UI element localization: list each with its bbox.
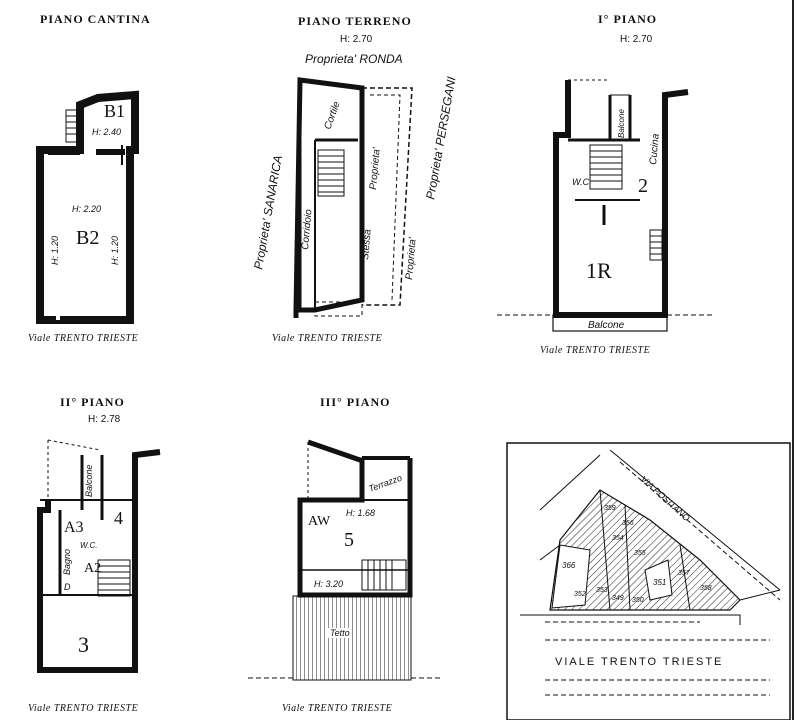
street-label-terzo: Viale TRENTO TRIESTE (282, 703, 393, 714)
terzo-aw: AW (308, 514, 331, 529)
map-label-358: 358 (700, 585, 712, 592)
terreno-stessa: Stessa (360, 228, 374, 260)
height-b1: H: 2.40 (92, 127, 121, 137)
terreno-proprieta-2: Proprieta' (404, 236, 419, 280)
sheet-right-border (792, 0, 794, 720)
secondo-d: D (64, 582, 71, 592)
map-parcel-351 (644, 559, 673, 601)
map-label-353: 353 (596, 587, 608, 594)
title-piano-cantina: PIANO CANTINA (40, 12, 151, 26)
terreno-stair (317, 149, 345, 197)
map-label-355: 355 (634, 550, 646, 557)
map-label-351: 351 (653, 578, 666, 587)
map-parcel-366 (551, 544, 591, 609)
street-label-primo: Viale TRENTO TRIESTE (540, 345, 651, 356)
side-height-right: H: 1.20 (110, 236, 120, 265)
primo-stair (589, 144, 663, 261)
plan-terzo: Terrazzo H: 1.68 H: 3.20 Tetto AW 5 (248, 439, 440, 681)
street-label-cantina: Viale TRENTO TRIESTE (28, 333, 139, 344)
secondo-room-4: 4 (114, 508, 123, 528)
primo-room-2: 2 (638, 175, 648, 197)
terzo-room-5: 5 (344, 529, 354, 551)
secondo-room-a2: A2 (84, 561, 101, 576)
primo-balcone-bottom: Balcone (588, 320, 625, 331)
map-parcels-block (549, 489, 741, 611)
terreno-top-label: Proprieta' RONDA (305, 52, 403, 66)
map-label-352: 352 (574, 591, 586, 598)
plan-secondo: Balcone Bagno W.C. D A3 4 3 A2 (37, 439, 161, 673)
terzo-tetto: Tetto (330, 628, 350, 638)
primo-balcony (552, 314, 668, 332)
map-label-359: 359 (604, 505, 616, 512)
map-label-350: 350 (632, 597, 644, 604)
terzo-stair (361, 559, 407, 591)
terreno-left-label: Proprieta' SANARICA (251, 154, 285, 270)
secondo-room-a3: A3 (64, 519, 84, 536)
cantina-stair (65, 109, 83, 143)
terreno-proprieta-1: Proprieta' (368, 146, 383, 190)
map-label-349: 349 (612, 595, 624, 602)
height-piano-terreno: H: 2.70 (340, 34, 373, 45)
side-height-left: H: 1.20 (50, 236, 60, 265)
terreno-cortile: Cortile (322, 100, 342, 131)
plan-cantina: B1 H: 2.40 H: 2.20 B2 H: 1.20 H: 1.20 (36, 90, 139, 324)
plan-terreno: Proprieta' RONDA Proprieta' SANARICA Pro… (251, 52, 459, 318)
secondo-room-3: 3 (78, 632, 89, 657)
secondo-bagno: Bagno (62, 549, 72, 575)
terreno-right-label: Proprieta' PERSEGANI (423, 75, 458, 201)
terzo-terrazzo: Terrazzo (367, 473, 403, 494)
terreno-corridoio: Corridoio (300, 208, 315, 250)
cantina-walls (36, 90, 139, 324)
terzo-h320: H: 3.20 (314, 579, 343, 589)
title-terzo-piano: III° PIANO (320, 395, 391, 409)
map-label-356: 356 (622, 520, 634, 527)
plan-primo: Balcone Cucina W.C. Balcone 1R 2 (497, 79, 712, 332)
height-b2: H: 2.20 (72, 204, 101, 214)
map-label-357: 357 (678, 570, 691, 577)
terreno-walls (293, 77, 365, 313)
primo-wc: W.C. (572, 177, 592, 187)
street-label-terreno: Viale TRENTO TRIESTE (272, 333, 383, 344)
secondo-stair (97, 559, 131, 597)
title-piano-terreno: PIANO TERRENO (298, 14, 412, 28)
title-secondo-piano: II° PIANO (60, 395, 125, 409)
primo-balcone-top: Balcone (617, 109, 626, 138)
primo-room-1r: 1R (586, 258, 612, 283)
height-secondo-piano: H: 2.78 (88, 414, 121, 425)
terreno-dashed-boundary (362, 87, 413, 306)
map-road-label: VIA POSITANO (639, 474, 692, 523)
map-label-354: 354 (612, 535, 624, 542)
title-primo-piano: I° PIANO (598, 12, 658, 26)
map-street-label: VIALE TRENTO TRIESTE (555, 656, 723, 668)
cadastral-map: VIA POSITANO VIALE TRENTO TRIESTE 366 35… (506, 442, 791, 720)
height-primo-piano: H: 2.70 (620, 34, 653, 45)
map-label-366: 366 (562, 561, 576, 570)
terzo-h168: H: 1.68 (346, 508, 375, 518)
primo-cucina: Cucina (648, 133, 662, 165)
street-label-secondo: Viale TRENTO TRIESTE (28, 703, 139, 714)
room-label-b2: B2 (76, 227, 99, 249)
secondo-balcone: Balcone (84, 464, 94, 497)
secondo-wc: W.C. (80, 541, 97, 550)
map-frame (506, 442, 791, 720)
room-label-b1: B1 (104, 101, 125, 121)
